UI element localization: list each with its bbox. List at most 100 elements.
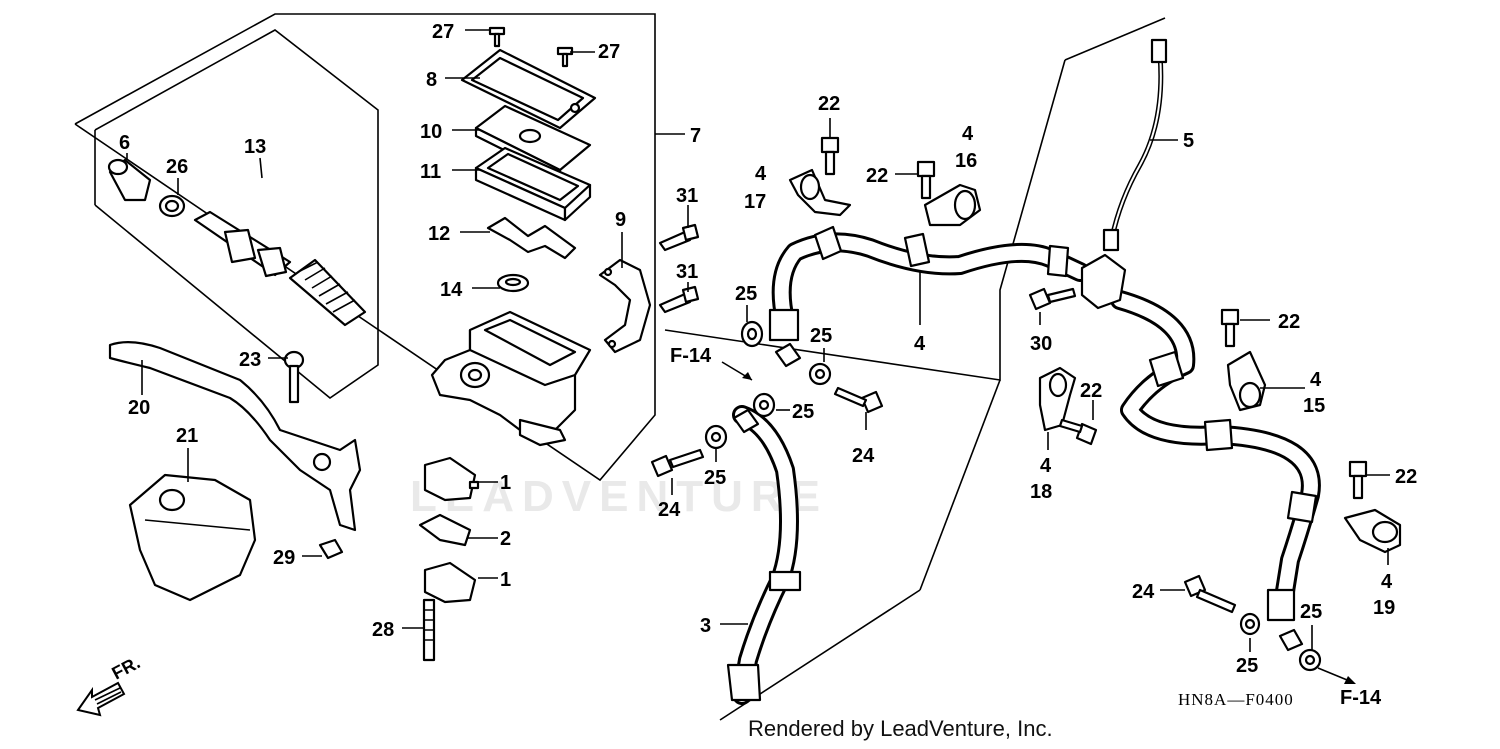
callout-21: 21 <box>176 425 198 447</box>
brake-hose-lower <box>1110 290 1321 622</box>
boot-6 <box>107 158 152 202</box>
watermark: LEADVENTURE <box>410 472 829 521</box>
washer-25-f <box>1298 648 1322 672</box>
brake-lever-20 <box>108 341 362 532</box>
callout-25-e: 25 <box>1236 655 1258 677</box>
callout-18: 18 <box>1030 481 1052 503</box>
callout-13: 13 <box>244 136 266 158</box>
bolt-24-a <box>650 448 705 478</box>
callout-4-c: 4 <box>914 333 926 355</box>
washer-25-b <box>808 362 832 386</box>
callout-12: 12 <box>428 223 450 245</box>
callout-23: 23 <box>239 349 261 371</box>
reservoir-cap-8 <box>460 48 597 130</box>
seal-14 <box>496 273 530 293</box>
nut-29 <box>318 538 344 560</box>
callout-22-b: 22 <box>866 165 888 187</box>
callout-1-b: 1 <box>500 569 511 591</box>
clamp-16 <box>923 183 982 227</box>
callout-30: 30 <box>1030 333 1052 355</box>
footer-credit: Rendered by LeadVenture, Inc. <box>748 716 1053 741</box>
bolt-31-b <box>658 285 700 314</box>
callout-7: 7 <box>690 125 701 147</box>
bolt-22-d <box>1220 308 1240 348</box>
banjo-fitting <box>732 342 1304 652</box>
brake-hose-4 <box>768 225 1090 342</box>
callout-22-e: 22 <box>1395 466 1417 488</box>
switch-cover-2 <box>418 513 472 547</box>
callout-9: 9 <box>615 209 626 231</box>
callout-15: 15 <box>1303 395 1325 417</box>
callout-25-f: 25 <box>1300 601 1322 623</box>
callout-24-b: 24 <box>852 445 875 467</box>
callout-1-a: 1 <box>500 472 511 494</box>
brake-hose-3 <box>726 405 802 705</box>
master-cylinder-body <box>430 310 592 447</box>
clamp-15 <box>1226 350 1267 412</box>
stop-switch-1b <box>423 561 477 604</box>
callout-labels: 27 27 8 10 11 12 14 9 7 13 6 26 31 31 23… <box>108 21 1417 709</box>
pivot-bolt-23 <box>283 350 305 404</box>
screw-27-b <box>556 46 574 68</box>
callout-2: 2 <box>500 528 511 550</box>
callout-22-d: 22 <box>1278 311 1300 333</box>
callout-27-a: 27 <box>432 21 454 43</box>
diaphragm-11 <box>474 146 592 222</box>
brake-pipe-5 <box>1102 38 1168 252</box>
washer-25-a <box>740 320 764 348</box>
callout-29: 29 <box>273 547 295 569</box>
callout-4-d: 4 <box>1040 455 1052 477</box>
clamp-17 <box>788 168 852 217</box>
callout-25-a: 25 <box>735 283 757 305</box>
clamp-18 <box>1038 366 1077 432</box>
callout-22-c: 22 <box>1080 380 1102 402</box>
screw-27-a <box>488 26 506 48</box>
bolt-22-e <box>1348 460 1368 500</box>
washer-25-d <box>704 424 728 450</box>
joint-block <box>1080 253 1127 310</box>
callout-6: 6 <box>119 132 130 154</box>
callout-31-a: 31 <box>676 185 698 207</box>
stop-switch-1a <box>423 456 480 502</box>
callout-20: 20 <box>128 397 150 419</box>
callout-27-b: 27 <box>598 41 620 63</box>
holder-9 <box>598 258 652 354</box>
callout-8: 8 <box>426 69 437 91</box>
diagram-code: HN8A—F0400 <box>1178 690 1294 709</box>
callout-16: 16 <box>955 150 977 172</box>
bolt-31-a <box>658 223 700 252</box>
callout-4-a: 4 <box>755 163 767 185</box>
callout-25-c: 25 <box>792 401 814 423</box>
callout-31-b: 31 <box>676 261 698 283</box>
front-label: FR. <box>108 652 143 683</box>
callout-25-b: 25 <box>810 325 832 347</box>
callout-26: 26 <box>166 156 188 178</box>
f14-arrow-b <box>1317 667 1356 684</box>
callout-4-e: 4 <box>1310 369 1322 391</box>
callout-3: 3 <box>700 615 711 637</box>
callout-11: 11 <box>420 161 441 183</box>
callout-4-f: 4 <box>1381 571 1393 593</box>
callout-22-a: 22 <box>818 93 840 115</box>
bolt-22-a <box>820 136 840 176</box>
callout-28: 28 <box>372 619 394 641</box>
leader-lines <box>126 29 1390 652</box>
f14-arrow-a <box>721 361 753 381</box>
callout-24-a: 24 <box>658 499 681 521</box>
callout-f14-b: F-14 <box>1340 687 1382 709</box>
screw-28 <box>422 598 436 662</box>
lever-cover-21 <box>128 473 257 602</box>
front-arrow-icon <box>76 681 126 717</box>
clamp-19 <box>1343 508 1402 554</box>
bolt-22-b <box>916 160 936 200</box>
callout-4-b: 4 <box>962 123 974 145</box>
bolt-24-c <box>1183 574 1237 614</box>
bolt-22-c <box>1058 418 1098 446</box>
washer-25-e <box>1239 612 1261 636</box>
washer-25-c <box>752 392 776 418</box>
callout-17: 17 <box>744 191 766 213</box>
callout-24-c: 24 <box>1132 581 1155 603</box>
bolt-30 <box>1028 287 1077 311</box>
